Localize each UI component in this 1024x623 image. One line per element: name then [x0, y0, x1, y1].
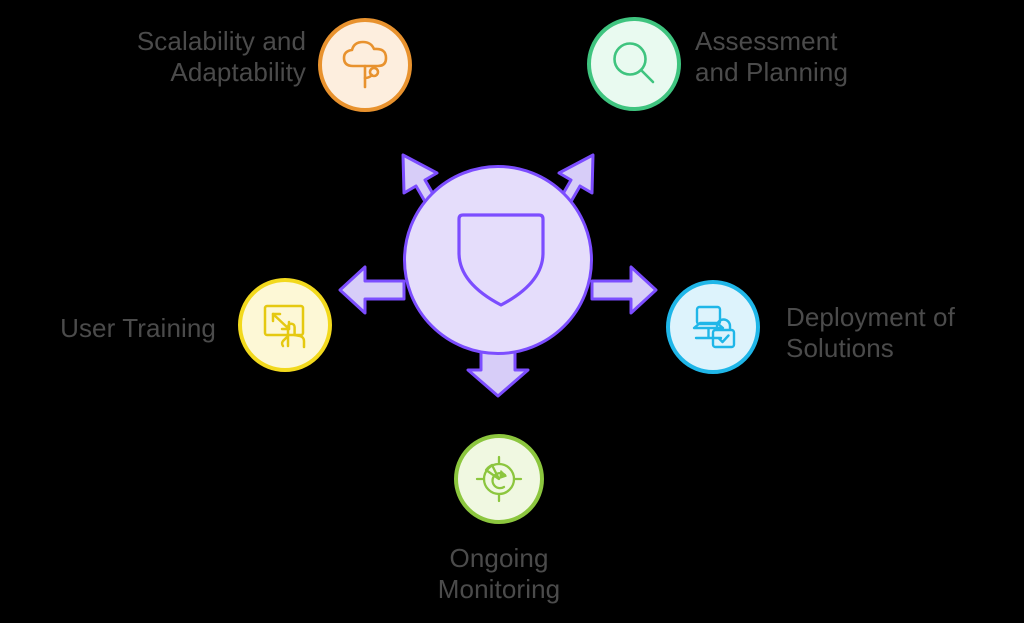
magnifier-icon [613, 42, 655, 84]
ongoing-monitoring-circle[interactable] [454, 434, 544, 524]
user-training-label: User Training [60, 313, 216, 343]
security-hub-circle[interactable] [403, 165, 593, 355]
deployment-of-solutions-label: Deployment of Solutions [786, 302, 955, 364]
scalability-adaptability-label: Scalability and Adaptability [136, 26, 306, 88]
deployment-of-solutions-circle[interactable] [666, 280, 760, 374]
arrow-down [466, 348, 530, 398]
assessment-planning-circle[interactable] [587, 17, 681, 111]
ongoing-monitoring-label: Ongoing Monitoring [437, 543, 561, 605]
scalability-adaptability-circle[interactable] [318, 18, 412, 112]
arrow-left [338, 265, 406, 315]
shield-icon [457, 213, 545, 307]
laptop-lock-icon [692, 305, 736, 349]
cloud-branch-icon [342, 40, 388, 89]
radar-target-icon [475, 455, 523, 503]
assessment-planning-label: Assessment and Planning [695, 26, 848, 88]
arrow-right [590, 265, 658, 315]
user-training-circle[interactable] [238, 278, 332, 372]
screen-resize-hand-icon [263, 304, 306, 349]
